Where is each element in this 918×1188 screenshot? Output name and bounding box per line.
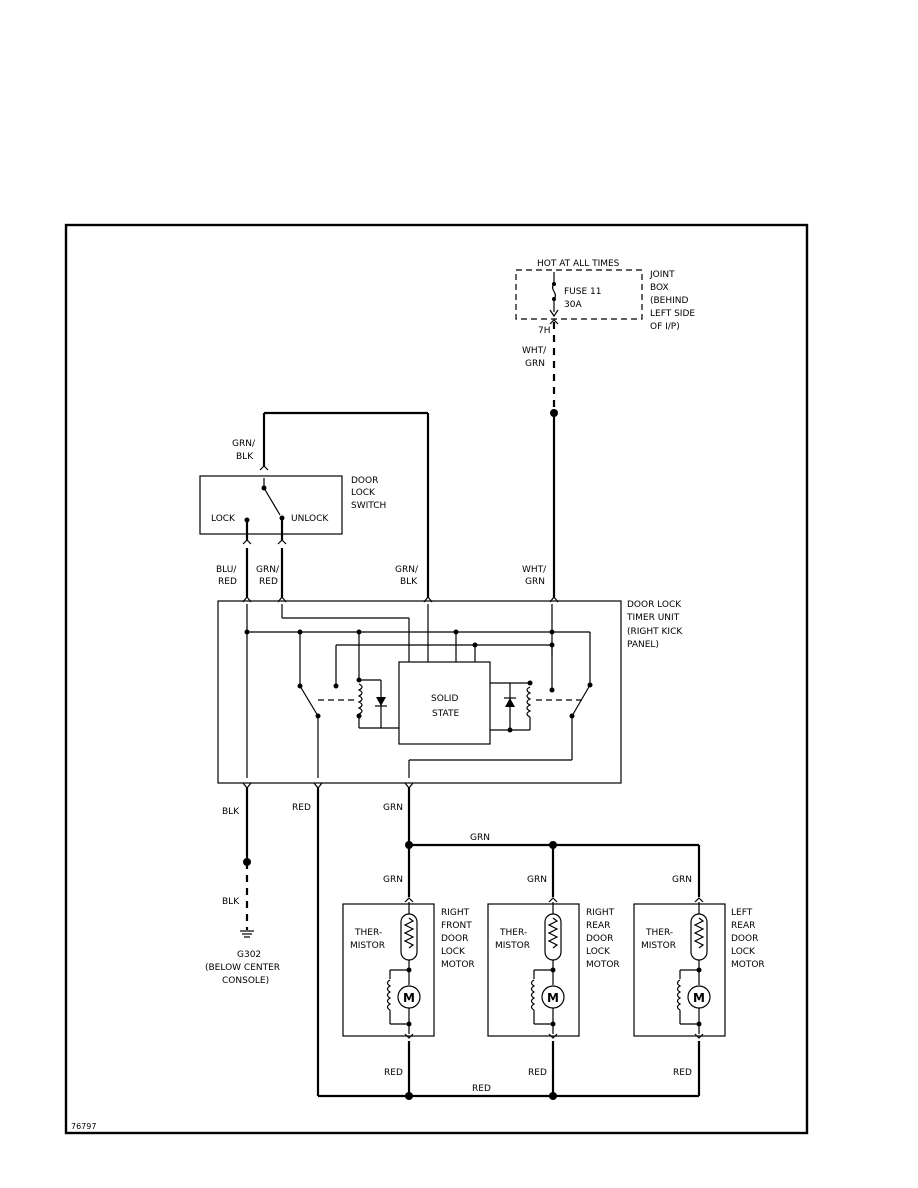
motor2-symbol: M	[547, 991, 559, 1005]
wire-label-red-motor1: RED	[384, 1068, 403, 1078]
hot-at-all-times-label: HOT AT ALL TIMES	[537, 259, 620, 269]
grn-bus	[405, 841, 701, 897]
wire-label-blu-red-2: RED	[218, 577, 237, 587]
motor1-symbol: M	[403, 991, 415, 1005]
wire-label-red-motor2: RED	[528, 1068, 547, 1078]
motor3-label-4: LOCK	[731, 947, 756, 957]
motor3-label-1: LEFT	[731, 908, 753, 918]
motor3-label-5: MOTOR	[731, 960, 765, 970]
wire-label-wht-grn-top-1: WHT/	[522, 346, 547, 356]
wire-label-grn-motor3: GRN	[672, 875, 692, 885]
red-bus	[318, 1041, 701, 1100]
wire-label-grn-bus: GRN	[470, 833, 490, 843]
motor3-thermistor-2: MISTOR	[641, 941, 676, 951]
motor1-label-2: FRONT	[441, 921, 472, 931]
wire-label-grn-mid: GRN	[383, 803, 403, 813]
motor1-thermistor-1: THER-	[354, 928, 382, 938]
wire-label-grn-blk-top-1: GRN/	[232, 439, 256, 449]
wire-label-blk-upper: BLK	[222, 807, 240, 817]
motor2-label-5: MOTOR	[586, 960, 620, 970]
wire-label-grn-blk-mid-2: BLK	[400, 577, 418, 587]
joint-box-label-2: BOX	[650, 283, 669, 293]
motor3-label-2: REAR	[731, 921, 755, 931]
solid-state-label-1: SOLID	[431, 694, 458, 704]
solid-state-module	[398, 661, 491, 745]
fuse-rating: 30A	[564, 300, 582, 310]
motor1-label-5: MOTOR	[441, 960, 475, 970]
grn-blk-wire	[259, 411, 433, 603]
motor2-label-4: LOCK	[586, 947, 611, 957]
wire-label-grn-red-2: RED	[259, 577, 278, 587]
switch-lock-label: LOCK	[211, 514, 236, 524]
wire-label-grn-red-1: GRN/	[256, 565, 280, 575]
switch-title-1: DOOR	[351, 476, 378, 486]
motor-left-rear: M	[633, 897, 726, 1039]
joint-box-label-4: LEFT SIDE	[650, 309, 695, 319]
wht-grn-wire	[549, 322, 559, 603]
motor3-thermistor-1: THER-	[645, 928, 673, 938]
timer-title-4: PANEL)	[627, 640, 659, 650]
wire-label-grn-motor1: GRN	[383, 875, 403, 885]
motor1-label-3: DOOR	[441, 934, 468, 944]
wire-label-wht-grn-mid-1: WHT/	[522, 565, 547, 575]
joint-box: HOT AT ALL TIMES FUSE 11 30A JOINT BOX (…	[515, 259, 695, 336]
timer-title-3: (RIGHT KICK	[627, 627, 683, 637]
joint-box-label-3: (BEHIND	[650, 296, 689, 306]
motor3-label-3: DOOR	[731, 934, 758, 944]
wire-label-wht-grn-mid-2: GRN	[525, 577, 545, 587]
solid-state-label-2: STATE	[432, 709, 459, 719]
ground-name: G302	[237, 950, 261, 960]
timer-title-2: TIMER UNIT	[626, 613, 680, 623]
motor2-label-3: DOOR	[586, 934, 613, 944]
fuse-name: FUSE 11	[564, 287, 601, 297]
switch-title-3: SWITCH	[351, 501, 386, 511]
wire-label-red-bus: RED	[472, 1084, 491, 1094]
wire-label-grn-blk-mid-1: GRN/	[395, 565, 419, 575]
door-lock-switch: DOOR LOCK SWITCH LOCK UNLOCK	[199, 475, 386, 545]
motor2-label-2: REAR	[586, 921, 610, 931]
fuse-terminal-label: 7H	[538, 326, 551, 336]
door-lock-timer-unit: DOOR LOCK TIMER UNIT (RIGHT KICK PANEL)	[217, 600, 683, 784]
ground-location-2: CONSOLE)	[222, 976, 269, 986]
diagram-frame	[64, 223, 809, 1135]
motor3-symbol: M	[693, 991, 705, 1005]
switch-title-2: LOCK	[351, 488, 376, 498]
wire-label-blk-lower: BLK	[222, 897, 240, 907]
timer-title-1: DOOR LOCK	[627, 600, 682, 610]
wire-label-red-left: RED	[292, 803, 311, 813]
motor2-thermistor-1: THER-	[499, 928, 527, 938]
motor2-thermistor-2: MISTOR	[495, 941, 530, 951]
motor2-label-1: RIGHT	[586, 908, 615, 918]
wire-label-wht-grn-top-2: GRN	[525, 359, 545, 369]
wire-label-red-motor3: RED	[673, 1068, 692, 1078]
motor1-label-1: RIGHT	[441, 908, 470, 918]
motor-right-rear: M	[487, 897, 580, 1039]
wire-label-blu-red-1: BLU/	[216, 565, 237, 575]
motor-right-front: M	[342, 897, 435, 1039]
blk-ground-wire	[240, 788, 254, 938]
wire-label-grn-blk-top-2: BLK	[236, 452, 254, 462]
wire-label-grn-motor2: GRN	[527, 875, 547, 885]
ground-location-1: (BELOW CENTER	[205, 963, 280, 973]
motor1-thermistor-2: MISTOR	[350, 941, 385, 951]
joint-box-label-5: OF I/P)	[650, 322, 680, 332]
switch-unlock-label: UNLOCK	[291, 514, 329, 524]
joint-box-label-1: JOINT	[649, 270, 675, 280]
figure-id: 76797	[71, 1122, 96, 1131]
fuse-symbol	[549, 272, 559, 325]
motor1-label-4: LOCK	[441, 947, 466, 957]
